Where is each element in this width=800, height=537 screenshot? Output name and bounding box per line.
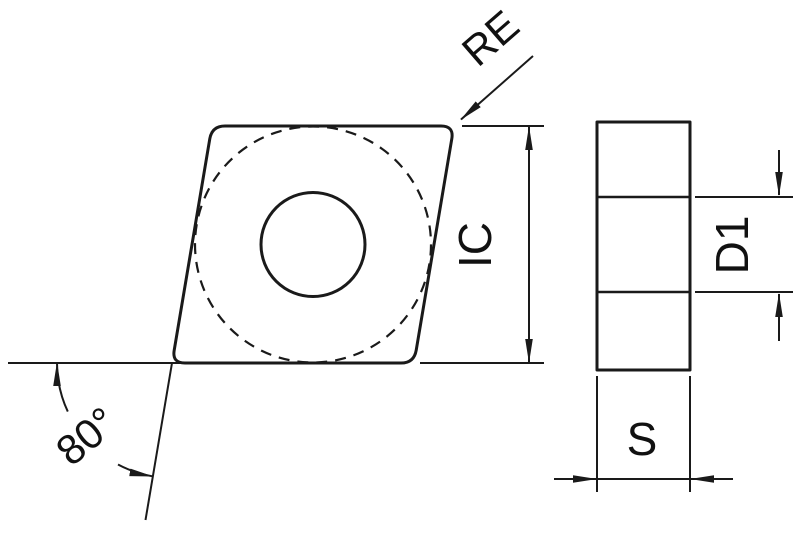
side-view-body bbox=[595, 120, 692, 372]
d1-label: D1 bbox=[706, 216, 758, 275]
side-view-hole-band bbox=[598, 197, 689, 292]
inscribed-circle bbox=[193, 125, 433, 364]
d1-dimension: D1 bbox=[695, 150, 793, 341]
angle-arc-lower bbox=[117, 463, 154, 478]
center-hole bbox=[259, 191, 367, 298]
edge-extension-line bbox=[144, 362, 173, 521]
front-view bbox=[8, 124, 454, 521]
re-leader-line bbox=[460, 55, 534, 121]
insert-outline bbox=[172, 124, 454, 365]
angle-dimension: 80° bbox=[47, 362, 154, 478]
s-dimension: S bbox=[554, 376, 733, 492]
angle-arc-upper bbox=[53, 362, 69, 413]
re-label: RE bbox=[453, 1, 528, 75]
re-callout: RE bbox=[453, 1, 534, 121]
s-label: S bbox=[627, 413, 658, 465]
angle-label: 80° bbox=[47, 398, 126, 475]
ic-dimension: IC bbox=[420, 125, 544, 364]
ic-label: IC bbox=[449, 222, 501, 268]
side-view bbox=[595, 120, 692, 372]
